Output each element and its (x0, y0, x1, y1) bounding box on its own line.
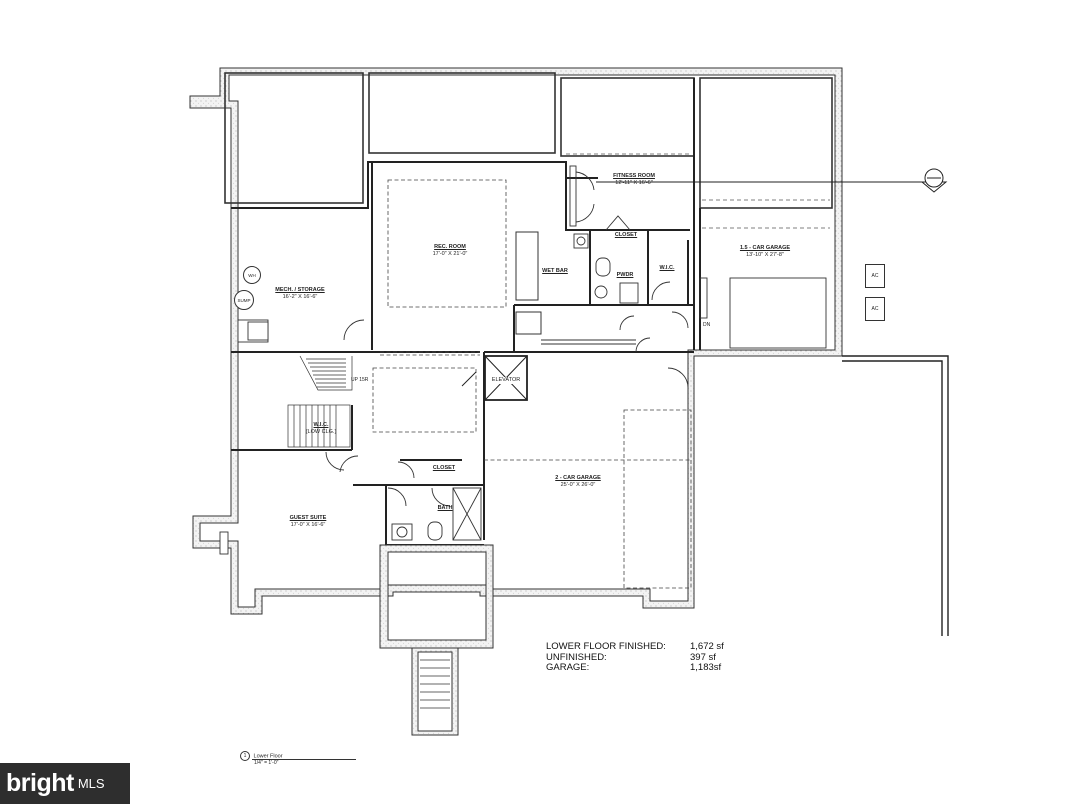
logo-suffix: MLS (77, 776, 105, 791)
summary-label: UNFINISHED: (546, 651, 607, 663)
wic-lower-label: W.I.C. (LOW CLG.) (303, 422, 339, 436)
room-title: BATH (437, 505, 453, 511)
area-summary: LOWER FLOOR FINISHED: 1,672 sf UNFINISHE… (546, 641, 724, 674)
drawing-scale: 1/4" = 1'-0" (254, 760, 279, 766)
fitness-room-label: FITNESS ROOM 12'-11" X 16'-6" (606, 173, 662, 187)
room-dimensions: 12'-11" X 16'-6" (615, 180, 653, 186)
bath-label: BATH (430, 505, 460, 512)
elevator-label: ELEVATOR (486, 377, 526, 384)
wet-bar-label: WET BAR (540, 268, 570, 275)
summary-value: 1,183sf (690, 662, 722, 673)
summary-row: UNFINISHED: 397 sf (546, 651, 724, 664)
interior-walls (231, 78, 701, 546)
ac-unit-1: AC (865, 264, 885, 288)
room-dimensions: 25'-0" X 26'-0" (560, 482, 596, 488)
closet-upper-label: CLOSET (606, 232, 646, 239)
mech-storage-label: MECH. / STORAGE 16'-2" X 16'-6" (272, 287, 328, 301)
summary-value: 1,672 sf (690, 641, 724, 652)
unexcavated-bays (224, 72, 833, 209)
wic-upper-label: W.I.C. (655, 265, 679, 272)
room-title: WET BAR (542, 268, 568, 274)
stairs (287, 355, 353, 448)
pwdr-label: PWDR (613, 272, 637, 279)
sump-pump-label: SUMP (237, 297, 251, 303)
logo-brand: bright (6, 769, 74, 797)
room-title: 2 - CAR GARAGE (555, 475, 601, 481)
summary-label: LOWER FLOOR FINISHED: (546, 641, 666, 652)
room-title: CLOSET (614, 232, 638, 238)
room-note: (LOW CLG.) (305, 429, 337, 435)
guest-suite-label: GUEST SUITE 17'-0" X 16'-6" (280, 515, 336, 529)
water-heater-symbol: WH (243, 266, 261, 284)
room-title: 1.5 - CAR GARAGE (739, 245, 791, 251)
summary-row: GARAGE: 1,183sf (546, 662, 724, 674)
two-car-garage-label: 2 - CAR GARAGE 25'-0" X 26'-0" (548, 475, 608, 489)
drawing-number: 1 (240, 751, 250, 761)
driveway-outline (842, 355, 949, 636)
room-title: W.I.C. (313, 422, 329, 428)
closet-lower-label: CLOSET (424, 465, 464, 472)
egress-well (379, 544, 494, 736)
room-title: W.I.C. (659, 265, 675, 271)
room-title: ELEVATOR (491, 377, 521, 383)
water-heater-label: WH (248, 272, 256, 278)
room-title: MECH. / STORAGE (275, 287, 325, 293)
room-title: GUEST SUITE (289, 515, 327, 521)
room-dimensions: 13'-10" X 27'-8" (746, 252, 784, 258)
stair-note: UP 15R (351, 377, 369, 383)
summary-label: GARAGE: (546, 662, 590, 673)
ac-unit-2: AC (865, 297, 885, 321)
drawing-title: Lower Floor (253, 753, 283, 760)
rec-room-label: REC. ROOM 17'-0" X 21'-0" (422, 244, 478, 258)
ac-unit-label: AC (871, 273, 879, 279)
room-dimensions: 16'-2" X 16'-6" (282, 294, 318, 300)
ac-unit-label: AC (871, 306, 879, 312)
room-title: FITNESS ROOM (613, 173, 655, 179)
summary-row: LOWER FLOOR FINISHED: 1,672 sf (546, 641, 724, 653)
sump-pump-symbol: SUMP (234, 290, 254, 310)
room-dimensions: 17'-0" X 16'-6" (290, 522, 326, 528)
bright-mls-logo: bright MLS (0, 763, 130, 804)
room-title: REC. ROOM (434, 244, 466, 250)
section-marker (596, 168, 948, 193)
caption-underline (252, 759, 356, 760)
room-dimensions: 17'-0" X 21'-0" (432, 251, 468, 257)
room-title: CLOSET (432, 465, 456, 471)
room-title: PWDR (616, 272, 634, 278)
foundation-wall (189, 67, 843, 615)
summary-value: 397 sf (690, 651, 716, 663)
drawing-caption: 1 Lower Floor 1/4" = 1'-0" (240, 751, 356, 766)
down-note: DN (703, 322, 711, 328)
one-car-garage-label: 1.5 - CAR GARAGE 13'-10" X 27'-8" (735, 245, 795, 259)
